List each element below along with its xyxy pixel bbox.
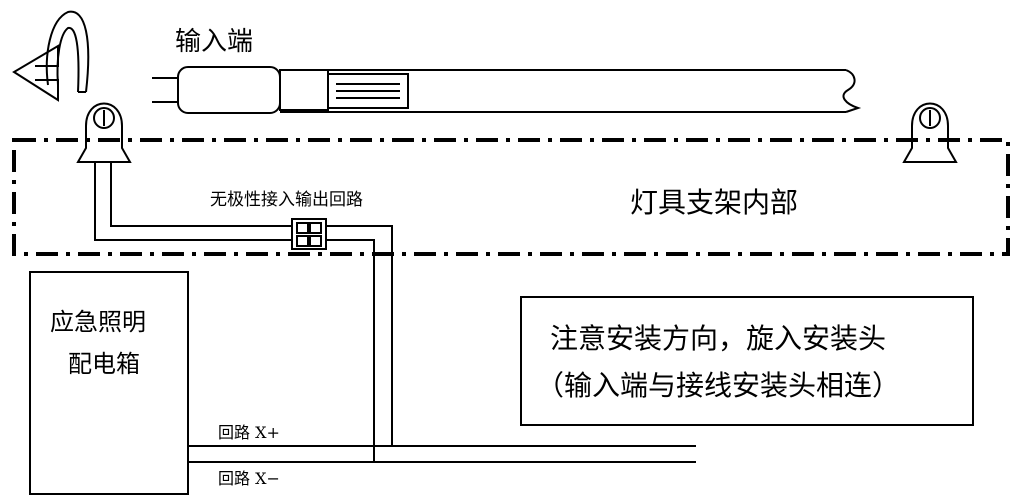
loop-wires <box>326 225 393 462</box>
box-label-line2: 配电箱 <box>68 350 140 378</box>
note-line2: （输入端与接线安装头相连） <box>536 369 900 402</box>
terminal-connector-icon <box>291 218 327 250</box>
input-end-label: 输入端 <box>175 27 253 57</box>
tube-label-plate <box>327 73 409 109</box>
tube-collar <box>279 69 329 111</box>
note-box <box>520 296 974 426</box>
tube-break-mark <box>842 69 862 113</box>
nonpolar-loop-label: 无极性接入输出回路 <box>210 190 363 210</box>
tube-end-cap <box>177 66 281 114</box>
loop-minus-label: 回路 X− <box>218 469 280 488</box>
rotate-arrow-icon <box>12 10 90 102</box>
note-line1: 注意安装方向，旋入安装头 <box>550 322 886 355</box>
loop-lines <box>188 445 696 463</box>
fixture-inside-label: 灯具支架内部 <box>630 186 798 219</box>
box-label-line1: 应急照明 <box>50 308 146 336</box>
holder-wires <box>94 162 292 241</box>
lamp-holder-icon <box>902 102 958 163</box>
lamp-holder-icon <box>76 102 132 163</box>
distribution-box <box>29 271 189 495</box>
fixture-boundary <box>12 138 1010 256</box>
loop-plus-label: 回路 X+ <box>218 423 280 442</box>
lamp-tube <box>152 66 862 114</box>
